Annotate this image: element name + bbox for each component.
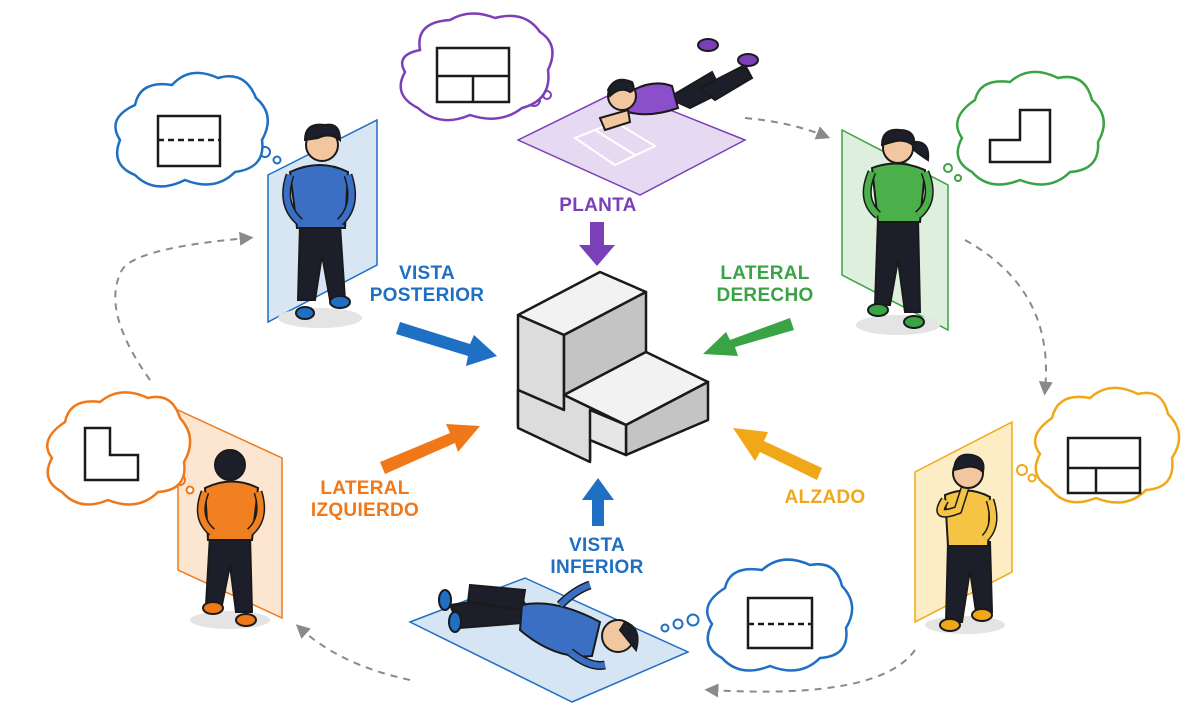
plan-rectangles-icon — [435, 46, 511, 104]
label-izquierdo-line-2: IZQUIERDO — [310, 500, 420, 521]
label-posterior-line-2: POSTERIOR — [369, 285, 485, 306]
arrow-alzado — [733, 428, 822, 480]
alzado-shadow — [925, 616, 1005, 634]
planta-thought-bubble — [399, 12, 554, 122]
planta-plane — [516, 89, 747, 196]
view-posterior — [114, 71, 378, 328]
alzado-person — [936, 453, 998, 632]
posterior-person — [282, 123, 357, 320]
planta-plane-drawing — [572, 120, 658, 167]
object-lower-left — [588, 408, 628, 457]
label-derecho-line-2: DERECHO — [716, 285, 814, 306]
label-posterior-line-1: VISTA — [398, 263, 456, 284]
cycle-arrow-alzado-to-inferior — [704, 649, 916, 698]
dashed-rectangle-icon — [746, 596, 814, 650]
izquierdo-thought-bubble — [46, 391, 195, 506]
label-inferior-line-1: VISTA — [568, 535, 626, 556]
label-izquierdo-line-1: LATERAL — [320, 478, 410, 499]
dashed-rectangle-icon — [156, 114, 222, 168]
label-planta: PLANTA — [538, 195, 658, 217]
view-derecho — [841, 70, 1105, 335]
l-shape-icon — [83, 426, 140, 482]
label-vista-inferior: VISTA INFERIOR — [532, 535, 662, 579]
cycle-arrow-planta-to-derecho — [744, 117, 831, 140]
izquierdo-person — [196, 449, 266, 627]
cycle-arrow-izquierdo-to-posterior — [114, 231, 254, 381]
front-rectangles-icon — [1066, 436, 1142, 495]
label-alzado-line-1: ALZADO — [784, 487, 866, 508]
derecho-thought-bubble — [943, 70, 1105, 186]
arrow-izquierdo — [380, 424, 480, 474]
arrow-derecho — [703, 318, 794, 356]
view-izquierdo — [46, 391, 283, 629]
label-lateral-derecho: LATERAL DERECHO — [700, 263, 830, 307]
posterior-thought-bubble — [114, 71, 282, 188]
alzado-thought-bubble — [1016, 386, 1181, 504]
label-derecho-line-1: LATERAL — [720, 263, 810, 284]
label-inferior-line-2: INFERIOR — [550, 557, 644, 578]
label-lateral-izquierdo: LATERAL IZQUIERDO — [300, 478, 430, 522]
cycle-arrow-derecho-to-alzado — [964, 239, 1053, 396]
cycle-arrows — [114, 117, 1053, 698]
label-alzado: ALZADO — [770, 487, 880, 509]
cycle-arrow-inferior-to-izquierdo — [295, 624, 411, 681]
label-planta-line-1: PLANTA — [559, 195, 637, 216]
view-planta — [399, 12, 759, 196]
arrow-planta — [579, 222, 615, 266]
direction-arrows — [380, 222, 822, 526]
label-vista-posterior: VISTA POSTERIOR — [362, 263, 492, 307]
arrow-posterior — [396, 322, 497, 366]
planta-person — [598, 38, 759, 132]
derecho-person — [862, 128, 934, 329]
inferior-thought-bubble — [660, 558, 854, 672]
view-inferior — [408, 558, 854, 703]
arrow-inferior — [582, 478, 614, 526]
posterior-shadow — [278, 308, 362, 328]
derecho-shadow — [856, 315, 940, 335]
inferior-person — [438, 580, 639, 670]
view-alzado — [914, 386, 1181, 634]
izquierdo-shadow — [190, 611, 270, 629]
isometric-object — [516, 270, 710, 464]
l-shape-mirrored-icon — [988, 108, 1052, 164]
